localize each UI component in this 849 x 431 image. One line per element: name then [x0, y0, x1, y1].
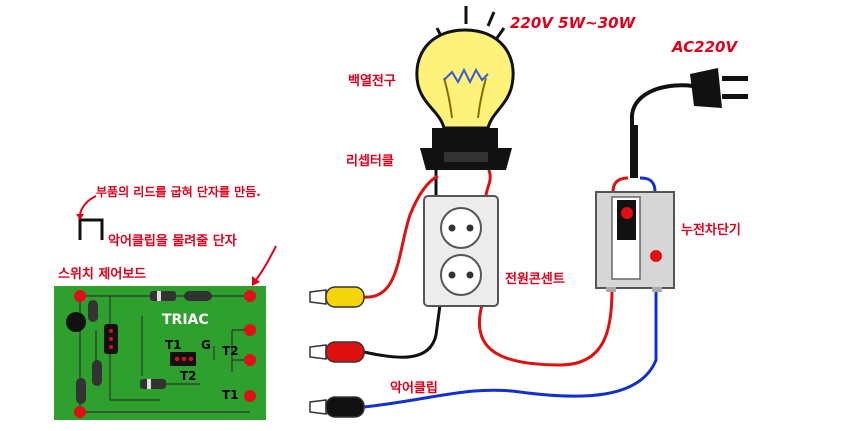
alligator-clip-red — [309, 341, 365, 363]
clip-terminal-label: 악어클립을 물려줄 단자 — [108, 234, 237, 249]
pin-t2-right: T2 — [222, 344, 239, 358]
outlet-label: 전원콘센트 — [505, 272, 565, 287]
black-wire-red-clip — [363, 304, 442, 359]
light-bulb-icon — [415, 6, 515, 170]
alligator-clip-black — [309, 396, 365, 418]
board-title: TRIAC — [162, 312, 209, 328]
lead-note-label: 부품의 리드를 굽혀 단자를 만듬. — [96, 185, 261, 199]
outlet-icon — [423, 195, 499, 307]
ac-power-label: AC220V — [672, 38, 738, 56]
socket-label: 리셉터클 — [346, 154, 394, 169]
breaker-label: 누전차단기 — [681, 223, 741, 238]
red-wire-yellow-clip — [363, 174, 439, 299]
blue-wire-black-clip — [363, 288, 658, 409]
plug-cord — [629, 83, 694, 178]
arrow-board-head — [252, 276, 260, 286]
socket-outlet-wire-red — [484, 167, 492, 197]
switch-control-board — [54, 286, 266, 420]
arrow-lead-note-head — [76, 214, 84, 220]
alligator-clip-label: 악어클립 — [390, 381, 438, 396]
arrow-board — [255, 245, 277, 281]
pin-t1-bottom: T1 — [222, 388, 239, 402]
arrow-lead-note — [79, 195, 97, 215]
red-wire-outlet-breaker — [477, 289, 614, 367]
bulb-label: 백열전구 — [348, 74, 396, 89]
breaker-icon — [595, 191, 675, 292]
pin-t1-top: T1 — [165, 338, 182, 352]
pin-t2-bottom: T2 — [180, 369, 197, 383]
breaker-top-blue-wire — [639, 176, 657, 193]
alligator-clip-yellow — [309, 286, 365, 308]
pin-g: G — [201, 338, 211, 352]
bulb-spec-label: 220V 5W~30W — [510, 14, 636, 32]
switch-board-label: 스위치 제어보드 — [58, 267, 147, 282]
lead-bend-icon — [78, 218, 104, 240]
breaker-top-red-wire — [611, 176, 629, 193]
power-plug-icon — [690, 68, 748, 108]
